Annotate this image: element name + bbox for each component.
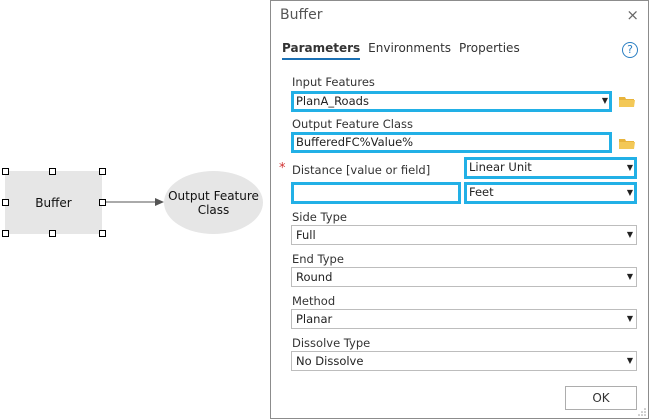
output-feature-class-label: Output Feature Class bbox=[292, 117, 413, 131]
side-type-value: Full bbox=[296, 228, 316, 242]
selection-handle[interactable] bbox=[49, 230, 56, 237]
folder-browse-icon[interactable] bbox=[619, 96, 635, 108]
output-feature-class-value: BufferedFC%Value% bbox=[296, 135, 414, 149]
help-icon[interactable]: ? bbox=[622, 42, 638, 58]
chevron-down-icon: ▼ bbox=[626, 272, 633, 281]
input-features-dropdown[interactable]: PlanA_Roads ▼ bbox=[291, 91, 612, 112]
input-features-value: PlanA_Roads bbox=[296, 94, 369, 108]
side-type-dropdown[interactable]: Full ▼ bbox=[291, 225, 637, 245]
distance-type-dropdown[interactable]: Linear Unit ▼ bbox=[464, 157, 637, 179]
distance-value-input[interactable] bbox=[291, 182, 461, 204]
ok-button[interactable]: OK bbox=[565, 386, 637, 410]
selection-handle[interactable] bbox=[99, 199, 106, 206]
resize-grip-icon[interactable] bbox=[638, 408, 646, 416]
method-value: Planar bbox=[296, 312, 333, 326]
dissolve-type-value: No Dissolve bbox=[296, 354, 364, 368]
buffer-tool-node[interactable]: Buffer bbox=[5, 171, 102, 234]
buffer-dialog: Buffer × Parameters Environments Propert… bbox=[270, 0, 649, 419]
output-node-label-line2: Class bbox=[197, 202, 230, 217]
distance-type-value: Linear Unit bbox=[469, 160, 532, 174]
tab-parameters[interactable]: Parameters bbox=[282, 41, 361, 60]
required-marker: * bbox=[279, 161, 286, 176]
input-features-label: Input Features bbox=[292, 75, 375, 89]
selection-handle[interactable] bbox=[99, 168, 106, 175]
end-type-dropdown[interactable]: Round ▼ bbox=[291, 267, 637, 287]
selection-handle[interactable] bbox=[2, 168, 9, 175]
close-icon[interactable]: × bbox=[626, 6, 639, 24]
end-type-label: End Type bbox=[292, 252, 344, 266]
folder-browse-icon[interactable] bbox=[619, 138, 635, 150]
connector-arrow bbox=[106, 198, 164, 206]
chevron-down-icon: ▼ bbox=[626, 314, 633, 323]
buffer-tool-label: Buffer bbox=[35, 195, 72, 210]
selection-handle[interactable] bbox=[2, 230, 9, 237]
dissolve-type-label: Dissolve Type bbox=[292, 336, 371, 350]
tab-properties[interactable]: Properties bbox=[459, 41, 520, 55]
dialog-title: Buffer bbox=[280, 7, 323, 23]
end-type-value: Round bbox=[296, 270, 333, 284]
selection-handle[interactable] bbox=[99, 230, 106, 237]
output-node-label-line1: Output Feature bbox=[168, 188, 259, 203]
side-type-label: Side Type bbox=[292, 210, 347, 224]
chevron-down-icon: ▼ bbox=[626, 230, 633, 239]
distance-unit-dropdown[interactable]: Feet ▼ bbox=[464, 182, 637, 204]
output-feature-class-input[interactable]: BufferedFC%Value% bbox=[291, 132, 612, 153]
tab-environments[interactable]: Environments bbox=[368, 41, 452, 55]
selection-handle[interactable] bbox=[49, 168, 56, 175]
modelbuilder-canvas: Buffer Output Feature Class bbox=[0, 0, 270, 420]
chevron-down-icon: ▼ bbox=[626, 163, 633, 172]
tab-bar: Parameters Environments Properties bbox=[282, 41, 520, 60]
chevron-down-icon: ▼ bbox=[601, 96, 608, 105]
dissolve-type-dropdown[interactable]: No Dissolve ▼ bbox=[291, 351, 637, 371]
output-feature-class-node[interactable]: Output Feature Class bbox=[164, 171, 263, 234]
chevron-down-icon: ▼ bbox=[626, 356, 633, 365]
chevron-down-icon: ▼ bbox=[626, 188, 633, 197]
distance-unit-value: Feet bbox=[469, 185, 494, 199]
method-label: Method bbox=[292, 294, 336, 308]
method-dropdown[interactable]: Planar ▼ bbox=[291, 309, 637, 329]
distance-label: Distance [value or field] bbox=[292, 163, 431, 177]
selection-handle[interactable] bbox=[2, 199, 9, 206]
